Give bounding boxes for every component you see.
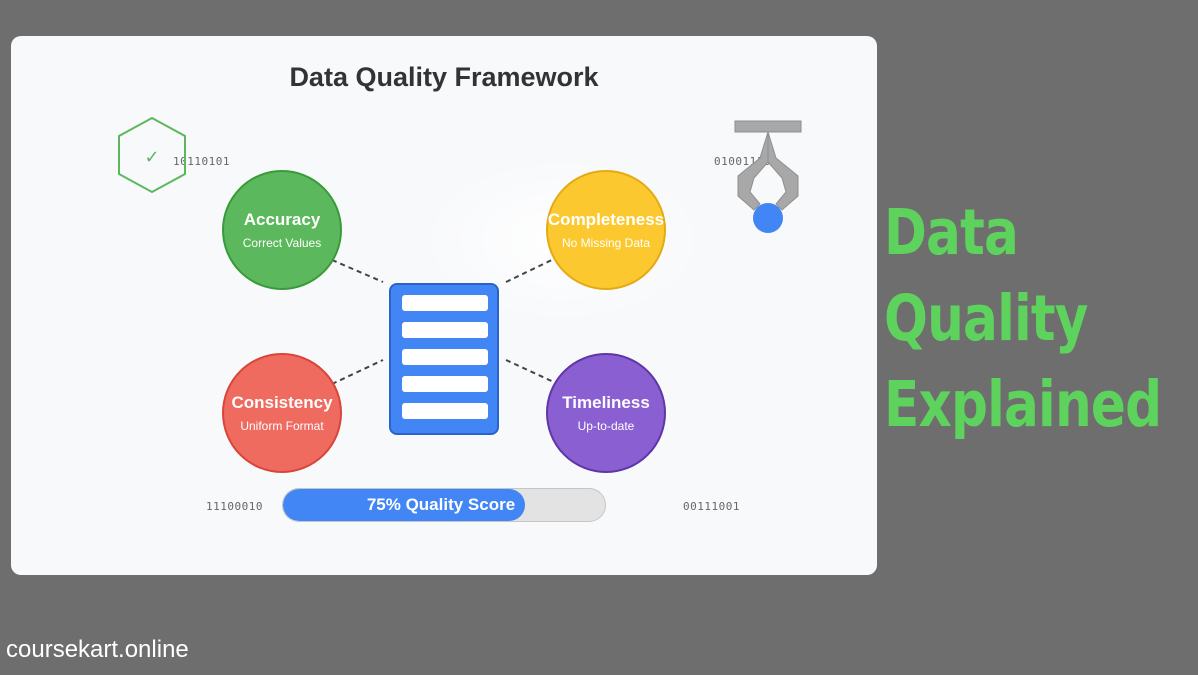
connector-lines xyxy=(331,256,559,385)
connector-accuracy xyxy=(331,259,384,283)
database-row xyxy=(402,403,488,419)
node-consistency: Consistency Uniform Format xyxy=(222,353,342,473)
footer-site-url: coursekart.online xyxy=(6,636,189,663)
connector-timeliness xyxy=(505,359,559,385)
node-accuracy: Accuracy Correct Values xyxy=(222,170,342,290)
node-completeness-subtitle: No Missing Data xyxy=(561,236,651,250)
page-title: Data Quality Framework xyxy=(289,62,599,92)
node-consistency-subtitle: Uniform Format xyxy=(240,419,324,433)
database-row xyxy=(402,349,488,365)
node-timeliness: Timeliness Up-to-date xyxy=(546,353,666,473)
headline-line-2: Quality xyxy=(884,282,1088,355)
quality-score-label: 75% Quality Score xyxy=(366,495,516,514)
database-row xyxy=(402,295,488,311)
connector-consistency xyxy=(331,359,384,385)
quality-score-bar: 75% Quality Score xyxy=(282,488,606,522)
connector-completeness xyxy=(505,256,559,283)
headline: Data Quality Explained xyxy=(884,190,1162,448)
node-timeliness-subtitle: Up-to-date xyxy=(577,419,635,433)
node-completeness-title: Completeness xyxy=(547,210,665,229)
svg-text:✓: ✓ xyxy=(144,147,159,168)
binary-text-top-left: 10110101 xyxy=(173,155,230,168)
database-row xyxy=(402,322,488,338)
node-accuracy-title: Accuracy xyxy=(243,210,321,229)
binary-text-bottom-right: 00111001 xyxy=(683,500,740,513)
database-icon xyxy=(389,283,499,435)
node-completeness: Completeness No Missing Data xyxy=(546,170,666,290)
headline-line-3: Explained xyxy=(884,368,1162,441)
headline-line-1: Data xyxy=(884,196,1019,269)
node-timeliness-title: Timeliness xyxy=(562,393,650,412)
node-consistency-title: Consistency xyxy=(231,393,333,412)
binary-text-bottom-left: 11100010 xyxy=(206,500,263,513)
quality-score-fill xyxy=(283,489,525,521)
shield-check-icon: ✓ xyxy=(118,116,186,194)
node-accuracy-subtitle: Correct Values xyxy=(242,236,322,250)
robotic-claw-icon xyxy=(734,120,802,233)
database-row xyxy=(402,376,488,392)
